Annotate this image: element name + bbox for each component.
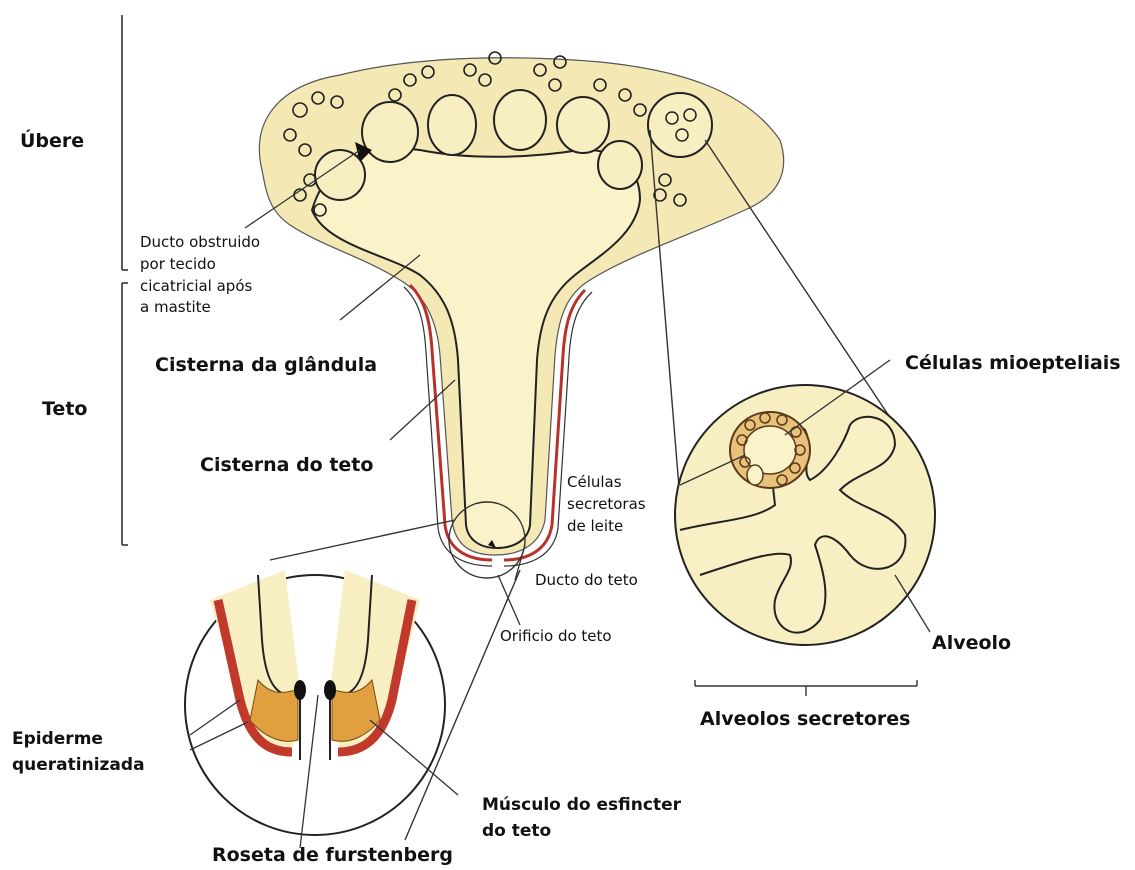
label-epiderme: Epiderme queratinizada [12, 726, 145, 779]
inset-circle-alveolus [648, 93, 712, 157]
label-ubere: Úbere [20, 130, 84, 154]
label-cisterna-glandula: Cisterna da glândula [155, 354, 377, 378]
label-teto: Teto [42, 398, 87, 422]
label-alveolos-secretores: Alveolos secretores [700, 708, 910, 732]
label-line: queratinizada [12, 752, 145, 778]
label-line: Músculo do esfincter [482, 792, 681, 818]
label-cisterna-teto: Cisterna do teto [200, 454, 373, 478]
label-ducto-teto: Ducto do teto [535, 570, 638, 592]
teat-end-inset [185, 502, 525, 840]
label-line: por tecido [140, 254, 260, 276]
label-line: a mastite [140, 297, 260, 319]
label-line: de leite [567, 516, 646, 538]
label-orificio-teto: Orificio do teto [500, 626, 612, 648]
label-line: secretoras [567, 494, 646, 516]
label-line: Células [567, 472, 646, 494]
label-celulas-mioepteliais: Células mioepteliais [905, 352, 1121, 376]
label-line: cicatricial após [140, 276, 260, 298]
label-roseta: Roseta de furstenberg [212, 844, 453, 868]
label-ducto-obstruido: Ducto obstruido por tecido cicatricial a… [140, 232, 260, 319]
label-celulas-secretoras: Células secretoras de leite [567, 472, 646, 537]
label-line: do teto [482, 818, 681, 844]
label-musculo: Músculo do esfincter do teto [482, 792, 681, 845]
label-alveolo: Alveolo [932, 632, 1011, 656]
label-line: Ducto obstruido [140, 232, 260, 254]
label-line: Epiderme [12, 726, 145, 752]
alveoli-bracket [695, 680, 917, 696]
region-brackets [122, 15, 128, 545]
